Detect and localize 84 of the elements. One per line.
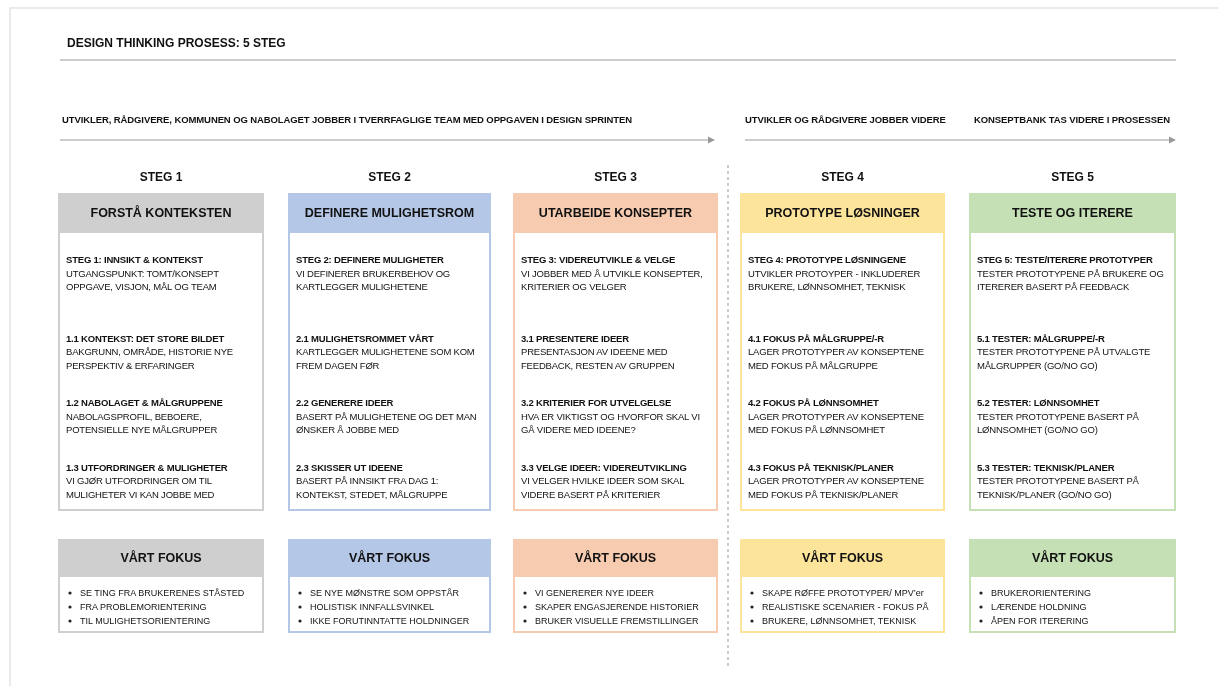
card-heading: VÅRT FOKUS (969, 539, 1176, 577)
card-heading: PROTOTYPE LØSNINGER (740, 193, 945, 233)
card-heading: VÅRT FOKUS (513, 539, 718, 577)
step-card (513, 193, 718, 511)
focus-card (740, 539, 945, 633)
section-text: VI JOBBER MED Å UTVIKLE KONSEPTER, KRITERIER OG VELGER (521, 266, 704, 294)
card-heading: TESTE OG ITERERE (969, 193, 1176, 233)
section-heading: 1.1 KONTEKST: DET STORE BILDET (66, 331, 226, 345)
arrow-label: UTVIKLER OG RÅDGIVERE JOBBER VIDERE (745, 114, 946, 125)
section-heading: 2.2 GENERERE IDEER (296, 396, 395, 410)
bullet-text: SE NYE MØNSTRE SOM OPPSTÅR (310, 587, 460, 600)
focus-card (288, 539, 491, 633)
section-text: VI VELGER HVILKE IDEER SOM SKAL VIDERE BASERT PÅ KRITERIER (521, 474, 686, 501)
section-text: LAGER PROTOTYPER AV KONSEPTENE MED FOKUS PÅ MÅLGRUPPE (748, 345, 925, 372)
bullet-text: FRA PROBLEMORIENTERING (80, 601, 207, 614)
section-heading: 5.1 TESTER: MÅLGRUPPE/-R (977, 331, 1106, 345)
bullet-text: SKAPE RØFFE PROTOTYPER/ MPV’er (762, 587, 924, 600)
focus-card (969, 539, 1176, 633)
section-text: TESTER PROTOTYPENE BASERT PÅ LØNNSOMHET (GO/NO GO) (977, 409, 1140, 437)
section-text: LAGER PROTOTYPER AV KONSEPTENE MED FOKUS PÅ LØNNSOMHET (748, 409, 925, 437)
section-text: BAKGRUNN, OMRÅDE, HISTORIE NYE PERSPEKTIV & ERFARINGER (66, 345, 234, 372)
arrow-label: UTVIKLER, RÅDGIVERE, KOMMUNEN OG NABOLAGET JOBBER I TVERRFAGLIGE TEAM MED OPPGAVEN I DESIGN SPRINTEN (62, 114, 632, 125)
card-heading: DEFINERE MULIGHETSROM (288, 193, 491, 233)
card-heading: VÅRT FOKUS (740, 539, 945, 577)
section-text: PRESENTASJON AV IDEENE MED FEEDBACK, RESTEN AV GRUPPEN (521, 345, 676, 372)
title: DESIGN THINKING PROSESS: 5 STEG (67, 36, 286, 50)
bullet-text: BRUKERORIENTERING (991, 587, 1091, 600)
section-text: TESTER PROTOTYPENE BASERT PÅ TEKNISK/PLANER (GO/NO GO) (977, 474, 1140, 501)
section-heading: 2.3 SKISSER UT IDEENE (296, 460, 404, 474)
section-text: TESTER PROTOTYPENE PÅ BRUKERE OG ITERERER BASERT PÅ FEEDBACK (977, 266, 1165, 294)
bullet-text: SE TING FRA BRUKERENES STÅSTED (80, 587, 245, 600)
section-heading: 1.2 NABOLAGET & MÅLGRUPPENE (66, 396, 224, 410)
arrow-label: KONSEPTBANK TAS VIDERE I PROSESSEN (974, 114, 1170, 125)
step-label: STEG 4 (821, 170, 864, 184)
card-heading: UTARBEIDE KONSEPTER (513, 193, 718, 233)
section-text: TESTER PROTOTYPENE PÅ UTVALGTE MÅLGRUPPER (GO/NO GO) (977, 345, 1152, 372)
section-heading: 1.3 UTFORDRINGER & MULIGHETER (66, 460, 229, 474)
step-card (740, 193, 945, 511)
card-heading: VÅRT FOKUS (58, 539, 264, 577)
card-heading: FORSTÅ KONTEKSTEN (58, 193, 264, 233)
section-text: KARTLEGGER MULIGHETENE SOM KOM FREM DAGEN FØR (296, 345, 476, 372)
section-text: BASERT PÅ INNSIKT FRA DAG 1: KONTEKST, STEDET, MÅLGRUPPE (296, 474, 449, 501)
bullet-text: HOLISTISK INNFALLSVINKEL (310, 601, 435, 614)
bullet-text: SKAPER ENGASJERENDE HISTORIER (535, 601, 699, 614)
bullet-text: BRUKERE, LØNNSOMHET, TEKNISK (762, 615, 917, 628)
section-heading: 4.3 FOKUS PÅ TEKNISK/PLANER (748, 460, 895, 474)
step-label: STEG 1 (139, 170, 183, 184)
section-text: UTVIKLER PROTOYPER - INKLUDERER BRUKERE, LØNNSOMHET, TEKNISK (748, 266, 922, 294)
section-text: VI GJØR UTFORDRINGER OM TIL MULIGHETER VI KAN JOBBE MED (66, 474, 216, 501)
section-text: LAGER PROTOTYPER AV KONSEPTENE MED FOKUS PÅ TEKNISK/PLANER (748, 474, 925, 501)
card-heading: VÅRT FOKUS (288, 539, 491, 577)
section-heading: 3.2 KRITERIER FOR UTVELGELSE (521, 396, 673, 410)
step-card (58, 193, 264, 511)
bullet-text: TIL MULIGHETSORIENTERING (80, 615, 211, 628)
focus-card (58, 539, 264, 633)
step-card (969, 193, 1176, 511)
section-text: NABOLAGSPROFIL, BEBOERE, POTENSIELLE NYE MÅLGRUPPER (66, 409, 219, 437)
section-text: BASERT PÅ MULIGHETENE OG DET MAN ØNSKER Å JOBBE MED (296, 409, 478, 437)
section-text: VI DEFINERER BRUKERBEHOV OG KARTLEGGER MULIGHETENE (296, 266, 452, 294)
step-label: STEG 3 (594, 170, 637, 184)
section-heading: STEG 2: DEFINERE MULIGHETER (296, 253, 445, 267)
step-label: STEG 2 (368, 170, 411, 184)
section-heading: 3.3 VELGE IDEER: VIDEREUTVIKLING (521, 460, 688, 474)
bullet-text: ÅPEN FOR ITERERING (991, 615, 1089, 628)
step-card (288, 193, 491, 511)
section-heading: STEG 1: INNSIKT & KONTEKST (66, 253, 204, 267)
bullet-text: REALISTISKE SCENARIER - FOKUS PÅ (762, 601, 929, 614)
section-heading: 5.3 TESTER: TEKNISK/PLANER (977, 460, 1116, 474)
section-heading: STEG 3: VIDEREUTVIKLE & VELGE (521, 253, 677, 267)
section-heading: 4.2 FOKUS PÅ LØNNSOMHET (748, 396, 880, 410)
bullet-text: VI GENERERER NYE IDEER (535, 587, 655, 600)
step-label: STEG 5 (1051, 170, 1094, 184)
section-text: UTGANGSPUNKT: TOMT/KONSEPT OPPGAVE, VISJON, MÅL OG TEAM (66, 266, 220, 294)
section-text: HVA ER VIKTIGST OG HVORFOR SKAL VI GÅ VIDERE MED IDEENE? (521, 409, 701, 437)
bullet-text: LÆRENDE HOLDNING (991, 601, 1087, 614)
bullet-text: IKKE FORUTINNTATTE HOLDNINGER (310, 615, 470, 628)
focus-card (513, 539, 718, 633)
bullet-text: BRUKER VISUELLE FREMSTILLINGER (535, 615, 699, 628)
section-heading: 5.2 TESTER: LØNNSOMHET (977, 396, 1101, 410)
section-heading: STEG 5: TESTE/ITERERE PROTOTYPER (977, 253, 1154, 267)
section-heading: STEG 4: PROTOTYPE LØSNINGENE (748, 253, 907, 267)
section-heading: 2.1 MULIGHETSROMMET VÅRT (296, 331, 435, 345)
section-heading: 4.1 FOKUS PÅ MÅLGRUPPE/-R (748, 331, 885, 345)
section-heading: 3.1 PRESENTERE IDEER (521, 331, 630, 345)
